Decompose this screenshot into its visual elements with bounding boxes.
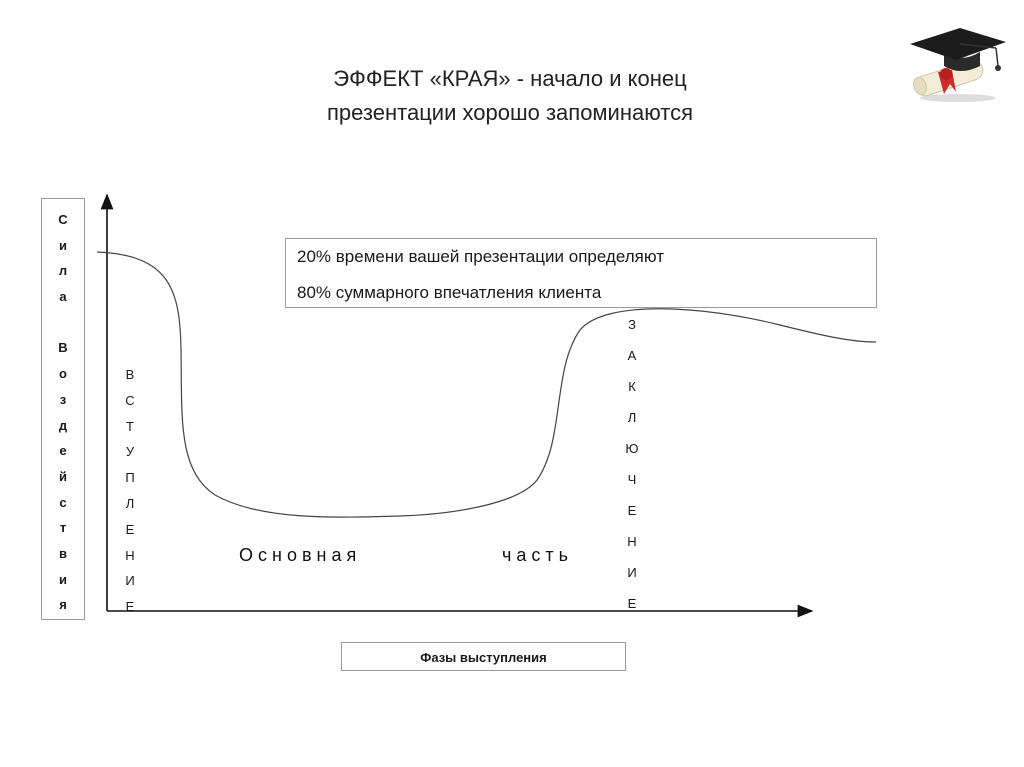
info-box: 20% времени вашей презентации определяют…	[285, 238, 877, 308]
conclusion-letter: Н	[627, 534, 637, 549]
conclusion-letter: Л	[627, 410, 637, 425]
y-axis-label-box: С и л а В о з д е й с т в и я	[41, 198, 85, 620]
phase-main-word-1: Основная	[239, 545, 362, 565]
graduation-cap-diploma-icon	[910, 28, 1006, 102]
phase-main-word-2: часть	[502, 545, 574, 565]
attention-curve	[96, 251, 877, 518]
y-letter: а	[59, 289, 67, 305]
phase-intro-label: В С Т У П Л Е Н И Е	[116, 362, 144, 620]
y-letter: В	[58, 340, 68, 356]
slide-title: ЭФФЕКТ «КРАЯ» - начало и конец презентац…	[200, 62, 820, 130]
conclusion-letter: З	[628, 317, 636, 332]
y-letter: л	[58, 263, 68, 279]
y-letter: С	[58, 212, 68, 227]
y-letter: з	[59, 391, 67, 407]
info-line-1: 20% времени вашей презентации определяют	[297, 247, 665, 266]
conclusion-letter: И	[627, 565, 637, 580]
y-letter: и	[59, 571, 67, 587]
intro-letter: Н	[125, 547, 135, 563]
y-letter: в	[59, 545, 67, 561]
title-line-2: презентации хорошо запоминаются	[327, 100, 693, 125]
conclusion-letter: Ю	[625, 441, 639, 456]
title-line-1: ЭФФЕКТ «КРАЯ» - начало и конец	[333, 66, 687, 91]
intro-letter: Л	[125, 495, 135, 511]
conclusion-letter: Е	[627, 503, 637, 518]
y-letter: д	[58, 417, 68, 433]
intro-letter: Т	[126, 418, 134, 434]
y-letter: и	[59, 237, 67, 253]
x-axis-label: Фазы выступления	[341, 642, 626, 671]
y-letter: о	[59, 366, 67, 382]
y-letter: т	[59, 520, 67, 536]
y-axis-label: С и л а В о з д е й с т в и я	[42, 207, 84, 618]
intro-letter: И	[125, 573, 135, 589]
y-letter: я	[59, 597, 67, 613]
intro-letter: У	[125, 444, 135, 460]
conclusion-letter: Е	[627, 596, 637, 611]
phase-conclusion-label: З А К Л Ю Ч Е Н И Е	[618, 309, 646, 619]
intro-letter: С	[125, 392, 135, 408]
conclusion-letter: А	[627, 348, 637, 363]
y-letter: й	[59, 468, 67, 484]
conclusion-letter: Ч	[627, 472, 637, 487]
y-letter: е	[59, 443, 67, 459]
intro-letter: В	[125, 367, 135, 382]
intro-letter: Е	[125, 521, 135, 537]
conclusion-letter: К	[628, 379, 636, 394]
y-letter: с	[59, 494, 67, 510]
intro-letter: Е	[125, 599, 135, 615]
info-line-2: 80% суммарного впечатления клиента	[297, 283, 602, 302]
intro-letter: П	[125, 470, 135, 486]
